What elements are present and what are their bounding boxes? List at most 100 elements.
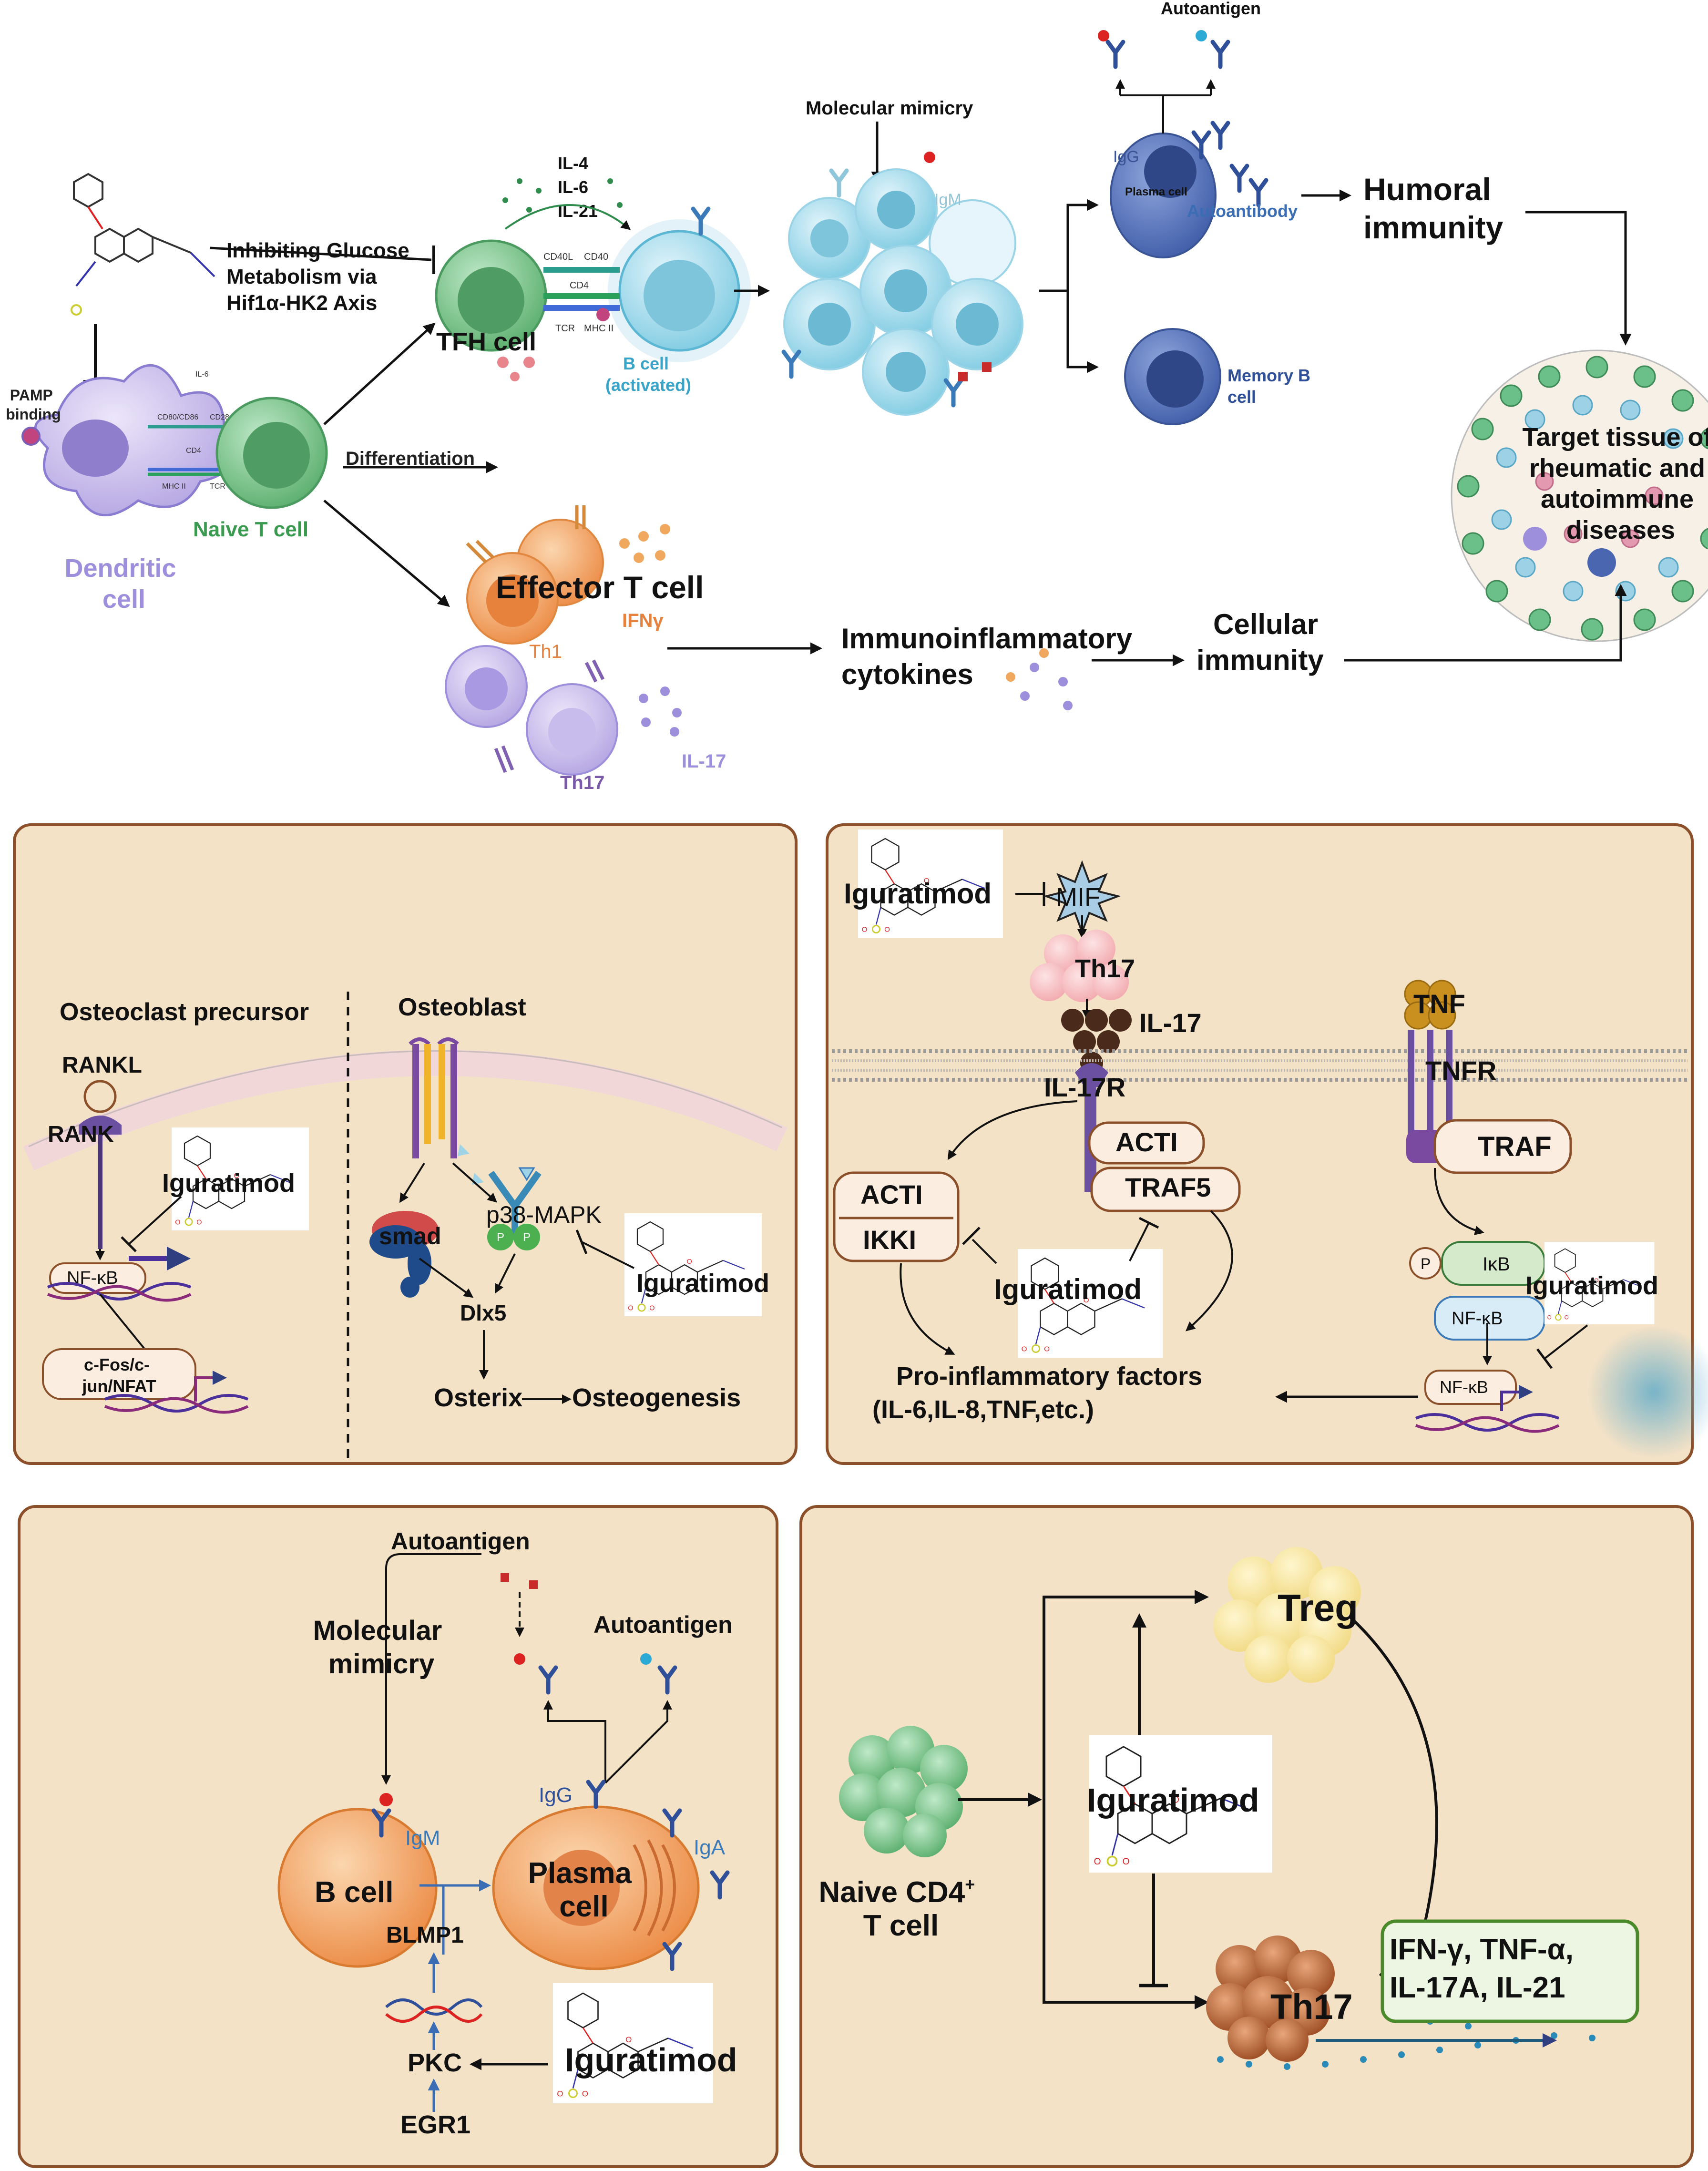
bcell-igg-label: IgG	[539, 1783, 573, 1807]
svg-text:MHC II: MHC II	[162, 482, 186, 491]
pro-inflammatory-label: Pro-inflammatory factors (IL-6,IL-8,TNF,…	[872, 1362, 1209, 1424]
tnf-label: TNF	[1413, 989, 1465, 1019]
rankl-label: RANKL	[62, 1053, 142, 1078]
th17-cells	[445, 645, 618, 776]
bcell-iguratimod: Iguratimod	[565, 2041, 737, 2079]
ikki-label: IKKI	[863, 1225, 916, 1255]
bcell-b-cell	[277, 1793, 438, 1968]
svg-text:CD28: CD28	[210, 413, 229, 421]
pkc-label: PKC	[408, 2048, 462, 2077]
svg-text:TCR: TCR	[210, 482, 225, 491]
th17-cytokines-label: IFN-γ, TNF-α, IL-17A, IL-21	[1390, 1933, 1582, 2004]
bcell-molecular-mimicry: Molecular mimicry	[313, 1615, 450, 1679]
tfh-cytokines: IL-4 IL-6 IL-21	[558, 154, 598, 221]
th1-cells	[466, 505, 604, 645]
top-autoantigen-label: Autoantigen	[1161, 0, 1261, 18]
osteogenesis-label: Osteogenesis	[572, 1383, 741, 1412]
cluster-igm-label: IgM	[934, 191, 961, 209]
effector-t-cell-label: Effector T cell	[496, 570, 704, 605]
signal-iguratimod-1: Iguratimod	[844, 878, 992, 910]
treg-iguratimod: Iguratimod	[1087, 1782, 1259, 1819]
p-label: P	[1421, 1255, 1431, 1272]
panel-bone: Osteoclast precursor Osteoblast RANKL RA…	[13, 823, 798, 1465]
naive-t-cell	[215, 397, 328, 509]
bcell-iga-label: IgA	[694, 1836, 726, 1859]
memory-b-cell	[1124, 328, 1221, 425]
b-cell-activated	[608, 209, 751, 362]
svg-text:MHC II: MHC II	[584, 323, 614, 334]
svg-text:P: P	[523, 1231, 531, 1244]
ifng-label: IFNγ	[622, 610, 664, 631]
signal-th17-label: Th17	[1075, 954, 1135, 983]
tfh-cell-label: TFH cell	[436, 328, 536, 356]
ikb-label: IκB	[1483, 1254, 1510, 1275]
signal-nfkb-label-1: NF-κB	[1452, 1309, 1503, 1329]
naive-cd4-label: Naive CD4+ T cell	[819, 1864, 983, 1942]
target-tissue-label: Target tissue of rheumatic and autoimmun…	[1522, 423, 1708, 544]
signal-nfkb-label-2: NF-κB	[1440, 1377, 1488, 1397]
bone-iguratimod-2: Iguratimod	[636, 1269, 769, 1298]
bcell-plasma-cell-label: Plasma cell	[528, 1857, 640, 1923]
osteoblast-receptors	[409, 1037, 535, 1185]
dc-tcell-synapse: CD80/CD86 CD28 CD4 MHC II TCR IL-6	[148, 370, 229, 491]
traf5-label: TRAF5	[1125, 1172, 1211, 1202]
svg-text:CD40: CD40	[584, 252, 608, 262]
bcell-b-cell-label: B cell	[315, 1876, 393, 1909]
humoral-immunity-label: Humoral immunity	[1363, 172, 1503, 245]
dendritic-cell-label: Dendritic cell	[64, 554, 183, 614]
traf-label: TRAF	[1478, 1131, 1552, 1162]
il17-label: IL-17	[682, 751, 726, 772]
dlx5-label: Dlx5	[460, 1301, 506, 1325]
smad-complex	[369, 1211, 439, 1298]
th17-cell-cluster	[1206, 1935, 1335, 2062]
tfh-cell	[435, 239, 547, 352]
target-tissue	[1451, 349, 1708, 642]
plasma-cell-top	[1110, 123, 1266, 258]
cellular-immunity-label: Cellular immunity	[1197, 608, 1326, 676]
panel-signal: Iguratimod MIF Th17 IL-17 IL-17R ACTI TR…	[826, 823, 1708, 1465]
tfh-b-synapse: CD40L CD40 CD4 TCR MHC II	[543, 252, 620, 334]
treg-cluster	[1213, 1547, 1361, 1683]
smad-label: smad	[379, 1223, 441, 1249]
signal-il17-label: IL-17	[1139, 1008, 1202, 1038]
signal-iguratimod-2: Iguratimod	[994, 1273, 1142, 1305]
p38-label: p38-MAPK	[486, 1201, 602, 1228]
th1-label: Th1	[529, 641, 562, 662]
th17-label: Th17	[560, 772, 604, 793]
th17-label-treg: Th17	[1270, 1987, 1353, 2027]
bcell-plasma-cell	[492, 1782, 727, 1969]
naive-cd4-cluster	[839, 1726, 968, 1857]
svg-text:CD80/CD86: CD80/CD86	[157, 413, 198, 421]
svg-text:CD4: CD4	[186, 447, 201, 455]
naive-t-cell-label: Naive T cell	[193, 518, 308, 541]
blmp1-label: BLMP1	[386, 1923, 464, 1948]
osterix-label: Osterix	[434, 1383, 522, 1412]
acti-label-1: ACTI	[1115, 1127, 1178, 1157]
cell-membrane	[832, 1049, 1688, 1082]
p38-mapk-complex: P P	[487, 1170, 542, 1250]
memory-b-cell-label: Memory B cell	[1227, 366, 1315, 407]
iguratimod-structure-top	[71, 173, 215, 316]
top-plasma-cell-label: Plasma cell	[1125, 185, 1187, 198]
svg-text:CD40L: CD40L	[543, 252, 573, 262]
molecular-mimicry-label: Molecular mimicry	[806, 98, 973, 119]
immunoinflammatory-label: Immunoinflammatory cytokines	[841, 623, 1140, 690]
bcell-autoantigen-top: Autoantigen	[391, 1528, 530, 1555]
bcell-igm-label: IgM	[405, 1826, 440, 1850]
inhibit-glucose-label: Inhibiting Glucose Metabolism via Hif1α-…	[226, 239, 415, 315]
svg-text:P: P	[497, 1231, 504, 1244]
th17-cluster	[1030, 930, 1129, 1002]
top-igg-label: IgG	[1113, 148, 1139, 166]
osteoblast-label: Osteoblast	[398, 993, 526, 1021]
bone-iguratimod-1: Iguratimod	[162, 1169, 295, 1198]
autoantibody-label: Autoantibody	[1187, 201, 1298, 221]
dendritic-cell	[21, 364, 234, 517]
svg-text:TCR: TCR	[555, 323, 575, 334]
b-cell-cluster	[784, 152, 1023, 416]
mif-label: MIF	[1056, 883, 1100, 911]
rank-label: RANK	[48, 1122, 114, 1147]
svg-text:CD4: CD4	[570, 280, 589, 291]
signal-iguratimod-3: Iguratimod	[1525, 1271, 1658, 1300]
differentiation-label: Differentiation	[346, 448, 475, 469]
